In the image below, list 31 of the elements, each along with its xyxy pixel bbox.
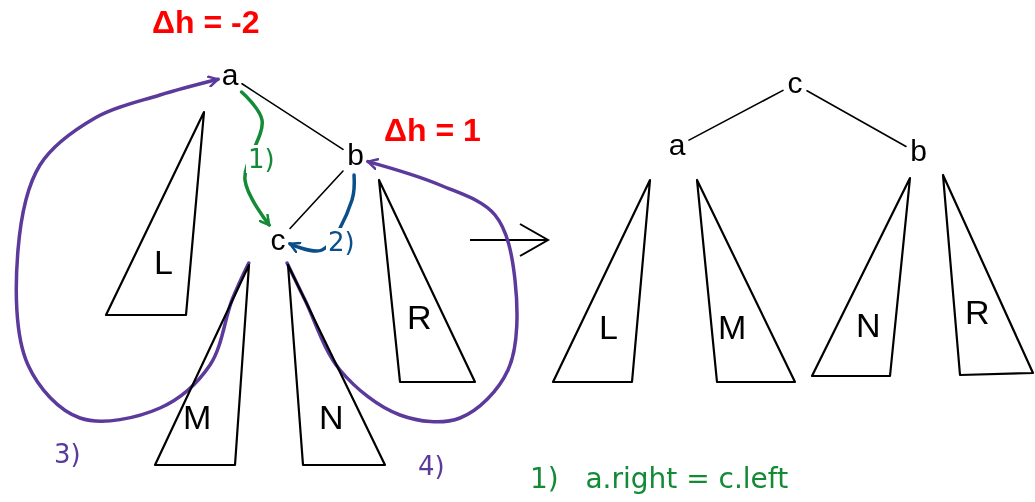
subtree-label: L <box>599 310 618 344</box>
tree-node-label: a <box>218 60 242 92</box>
subtree-triangle <box>695 178 797 384</box>
subtree-label: N <box>319 400 344 434</box>
tree-edge <box>289 170 344 230</box>
tree-edge <box>688 89 784 141</box>
tree-edge <box>241 83 344 151</box>
subtree-label: R <box>965 295 990 329</box>
subtree-label: M <box>718 310 747 344</box>
subtree-label: N <box>856 308 881 342</box>
balance-factor-label: Δh = 1 <box>384 112 481 148</box>
tree-node-label: c <box>783 68 807 100</box>
subtree-triangle <box>104 110 207 317</box>
tree-edge <box>806 89 907 148</box>
balance-factor-label: Δh = -2 <box>152 4 260 40</box>
subtree-label: R <box>407 300 432 334</box>
subtree-triangle <box>941 173 1035 377</box>
step-note: 1) a.right = c.left <box>530 462 789 496</box>
tree-node-label: b <box>343 140 368 175</box>
curved-arrow <box>285 157 519 424</box>
subtree-label: M <box>183 400 212 434</box>
curved-arrow <box>239 90 271 227</box>
subtree-triangle <box>286 263 387 467</box>
subtree-triangle <box>551 178 652 384</box>
subtree-triangle <box>810 176 912 380</box>
tree-node-label: b <box>906 136 931 171</box>
curved-arrow <box>14 75 251 423</box>
subtree-triangle <box>377 178 477 384</box>
tree-node-label: c <box>266 225 290 258</box>
subtree-label: L <box>154 245 173 279</box>
tree-node-label: a <box>665 130 689 163</box>
